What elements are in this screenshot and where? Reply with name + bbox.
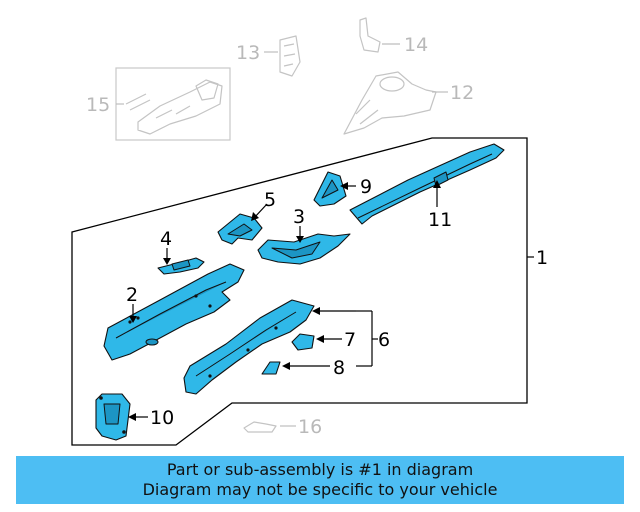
callout-11: 11 bbox=[428, 209, 452, 231]
callout-15: 15 bbox=[86, 94, 110, 116]
part-15-frame bbox=[115, 67, 231, 141]
banner-line-2: Diagram may not be specific to your vehi… bbox=[142, 480, 498, 499]
part-8-drawing bbox=[261, 361, 281, 375]
callout-13: 13 bbox=[236, 42, 260, 64]
part-3-drawing bbox=[257, 233, 351, 265]
callout-9: 9 bbox=[360, 176, 372, 198]
banner-line-1: Part or sub-assembly is #1 in diagram bbox=[166, 460, 474, 479]
callout-16: 16 bbox=[298, 416, 322, 438]
info-banner: Part or sub-assembly is #1 in diagram Di… bbox=[16, 456, 624, 504]
assembly-outline bbox=[71, 137, 528, 446]
part-6-drawing bbox=[183, 299, 315, 395]
callout-8: 8 bbox=[333, 357, 345, 379]
callout-4: 4 bbox=[160, 228, 172, 250]
part-11-drawing bbox=[349, 143, 505, 225]
part-15-drawing bbox=[125, 79, 223, 135]
part-9-drawing bbox=[313, 171, 347, 207]
part-10-drawing bbox=[95, 393, 131, 441]
part-5-drawing bbox=[217, 213, 263, 245]
part-16-drawing bbox=[243, 421, 277, 433]
callout-7: 7 bbox=[344, 329, 356, 351]
callout-10: 10 bbox=[150, 407, 174, 429]
part-7-drawing bbox=[291, 333, 315, 351]
part-13-drawing bbox=[279, 35, 301, 77]
callout-14: 14 bbox=[404, 34, 428, 56]
part-12-drawing bbox=[343, 71, 437, 135]
part-14-drawing bbox=[359, 17, 381, 53]
parts-diagram: 1 2 3 4 5 6 7 8 9 10 11 12 13 14 15 16 bbox=[71, 17, 548, 446]
callout-3: 3 bbox=[293, 206, 305, 228]
callout-2: 2 bbox=[126, 284, 138, 306]
part-2-drawing bbox=[103, 263, 245, 361]
part-4-drawing bbox=[157, 257, 205, 275]
callout-12: 12 bbox=[450, 82, 474, 104]
callout-6: 6 bbox=[378, 329, 390, 351]
callout-5: 5 bbox=[264, 189, 276, 211]
callout-1: 1 bbox=[536, 247, 548, 269]
